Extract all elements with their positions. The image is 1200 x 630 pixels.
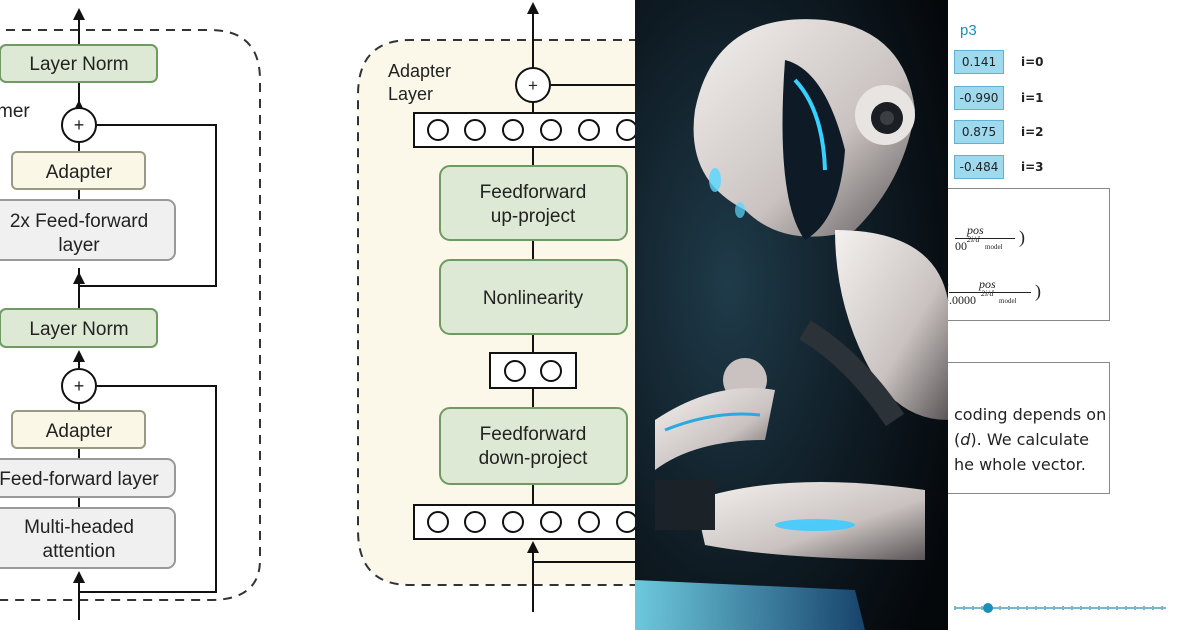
description-box xyxy=(948,362,1110,494)
slider-tick xyxy=(1152,606,1154,610)
adapter-layer-title-1: Adapter xyxy=(388,61,451,81)
formula-cos-subscript: model xyxy=(999,297,1017,305)
transformer-diagram-svg: mer Layer Norm + Adapter 2x Feed-forward… xyxy=(0,8,261,620)
layer-norm-mid xyxy=(0,308,158,348)
bottleneck-vector xyxy=(489,352,577,389)
positional-encoding-panel: p3 0.141 i=0 -0.990 i=1 0.875 i=2 -0.484… xyxy=(948,0,1200,630)
adapter-layer-title-2: Layer xyxy=(388,84,433,104)
down-project-box xyxy=(439,407,628,485)
slider-tick xyxy=(1107,606,1109,610)
formula-sin-denominator: 00 xyxy=(955,239,967,253)
adapter-input-arrowhead xyxy=(527,541,539,553)
feed-forward-2x-label-2: layer xyxy=(58,235,100,256)
output-arrowhead xyxy=(73,8,85,20)
formula-sin-exponent: 2i/d xyxy=(967,235,980,244)
nonlinearity-box xyxy=(439,259,628,335)
slider-track xyxy=(954,607,1166,609)
slider-tick xyxy=(1143,606,1145,610)
residual-bottom xyxy=(79,385,217,593)
adapter-bottom xyxy=(11,410,146,449)
encoding-value-2: 0.875 xyxy=(954,120,1004,144)
transformer-side-label: mer xyxy=(0,101,30,122)
slider-tick xyxy=(963,606,965,610)
formula-cos-numerator: pos xyxy=(979,277,996,291)
description-line-3: he whole vector. xyxy=(954,455,1086,474)
encoding-index-0: i=0 xyxy=(1021,55,1044,69)
formula-sin: pos 00 2i/d model ) xyxy=(955,223,1025,253)
slider-tick xyxy=(1080,606,1082,610)
slider-handle[interactable] xyxy=(982,603,993,613)
formula-sin-numerator: pos xyxy=(967,223,984,237)
slider-tick xyxy=(954,606,956,610)
attention-label-2: attention xyxy=(43,541,116,562)
slider-tick xyxy=(1035,606,1037,610)
feed-forward-label: Feed-forward layer xyxy=(0,469,159,490)
up-project-box xyxy=(439,165,628,241)
position-title: p3 xyxy=(960,22,977,39)
adapter-add-node xyxy=(515,67,551,103)
slider-tick xyxy=(1044,606,1046,610)
slider-tick xyxy=(1071,606,1073,610)
attention-box xyxy=(0,507,176,569)
encoding-value-3: -0.484 xyxy=(954,155,1004,179)
formula-cos-denominator: .0000 xyxy=(949,293,976,307)
slider-tick xyxy=(1116,606,1118,610)
encoding-index-3: i=3 xyxy=(1021,160,1044,174)
encoding-value-1: -0.990 xyxy=(954,86,1004,110)
encoding-index-2: i=2 xyxy=(1021,125,1044,139)
adapter-output-arrowhead xyxy=(527,2,539,14)
attention-label-1: Multi-headed xyxy=(24,517,134,538)
up-project-label-1: Feedforward xyxy=(480,182,587,203)
slider-tick xyxy=(1053,606,1055,610)
slider-tick xyxy=(1125,606,1127,610)
feed-forward-2x-label-1: 2x Feed-forward xyxy=(10,211,148,232)
adapter-add-node-label: + xyxy=(528,76,538,95)
slider-tick xyxy=(981,606,983,610)
feed-forward-box xyxy=(0,458,176,498)
adapter-diagram-svg: Adapter Layer + Feedforward up-project N… xyxy=(357,2,635,612)
input-arrowhead xyxy=(73,571,85,583)
adapter-top xyxy=(11,151,146,190)
formula-box: pos 00 2i/d model ) pos .0000 2i/d model… xyxy=(948,188,1110,321)
add-node-top-label: + xyxy=(74,115,85,135)
encoding-value-0: 0.141 xyxy=(954,50,1004,74)
formula-cos: pos .0000 2i/d model ) ( xyxy=(948,277,1041,307)
layer-norm-top-label: Layer Norm xyxy=(29,54,128,75)
slider-tick xyxy=(1089,606,1091,610)
description-line-2: (d). We calculate xyxy=(954,430,1089,449)
adapter-layer-diagram: Adapter Layer + Feedforward up-project N… xyxy=(330,0,635,630)
slider-tick xyxy=(1008,606,1010,610)
add-node-top xyxy=(61,107,97,143)
slider-tick xyxy=(999,606,1001,610)
slider-tick xyxy=(1062,606,1064,610)
slider-tick xyxy=(1098,606,1100,610)
description-text: coding depends on (d). We calculate he w… xyxy=(954,402,1106,477)
transformer-adapter-diagram: mer Layer Norm + Adapter 2x Feed-forward… xyxy=(0,0,330,630)
residual-top xyxy=(79,124,217,287)
formula-cos-exponent: 2i/d xyxy=(981,289,994,298)
formula-sin-subscript: model xyxy=(985,243,1003,251)
robot-image xyxy=(635,0,948,630)
add-node-bottom-label: + xyxy=(74,376,85,396)
layer-norm-top xyxy=(0,44,158,83)
slider-tick xyxy=(1134,606,1136,610)
down-project-label-1: Feedforward xyxy=(480,424,587,445)
nonlinearity-label: Nonlinearity xyxy=(483,288,584,309)
description-line-1: coding depends on xyxy=(954,405,1107,424)
slider-tick xyxy=(1161,606,1163,610)
down-project-label-2: down-project xyxy=(479,448,588,469)
adapter-top-label: Adapter xyxy=(46,162,113,183)
add-node-bottom xyxy=(61,368,97,404)
up-project-label-2: up-project xyxy=(491,206,576,227)
feed-forward-2x-box xyxy=(0,199,176,261)
position-slider[interactable] xyxy=(954,600,1166,616)
slider-tick xyxy=(972,606,974,610)
layer-norm-mid-label: Layer Norm xyxy=(29,319,128,340)
robot-illustration xyxy=(635,0,948,630)
slider-tick xyxy=(1026,606,1028,610)
transformer-block-outline xyxy=(0,29,261,601)
adapter-bottom-label: Adapter xyxy=(46,421,113,442)
encoding-index-1: i=1 xyxy=(1021,91,1044,105)
slider-tick xyxy=(1017,606,1019,610)
